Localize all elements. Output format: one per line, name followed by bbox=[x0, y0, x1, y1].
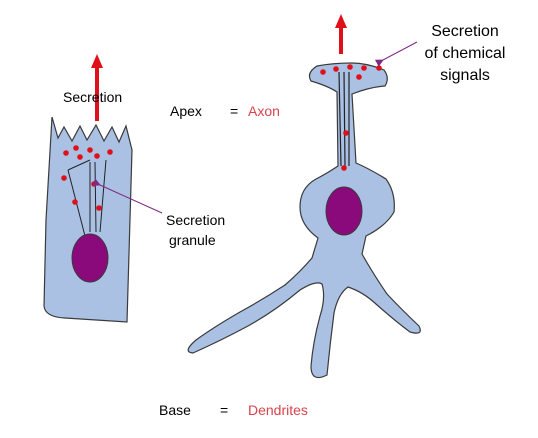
neuron-body bbox=[187, 62, 421, 379]
apex-label: Apex bbox=[170, 103, 202, 119]
base-label: Base bbox=[159, 402, 191, 418]
dendrites-label: Dendrites bbox=[248, 402, 308, 418]
secretion-arrow-right-icon bbox=[335, 14, 347, 54]
apex-equals: = bbox=[230, 103, 239, 119]
granule-pointer bbox=[91, 178, 163, 214]
secretion-arrow-left-icon bbox=[91, 54, 103, 121]
chemical-label-line1: Secretion bbox=[431, 23, 499, 40]
secretion-label-left: Secretion bbox=[63, 89, 123, 105]
epithelial-nucleus bbox=[71, 233, 109, 283]
granule-label-line1: Secretion bbox=[166, 212, 226, 228]
base-equals: = bbox=[220, 402, 229, 418]
epithelial-cell-body bbox=[43, 116, 133, 323]
neuron-nucleus bbox=[325, 186, 363, 236]
chemical-signal-granules bbox=[320, 64, 382, 171]
chemical-signal-pointer bbox=[374, 41, 418, 67]
chemical-label-line3: signals bbox=[440, 67, 490, 84]
epithelial-cell bbox=[43, 54, 163, 323]
chemical-label-line2: of chemical bbox=[424, 45, 506, 62]
granule-label-line2: granule bbox=[169, 232, 216, 248]
neuron bbox=[187, 14, 421, 379]
axon-label: Axon bbox=[248, 103, 280, 119]
axon-fibers bbox=[338, 71, 350, 167]
